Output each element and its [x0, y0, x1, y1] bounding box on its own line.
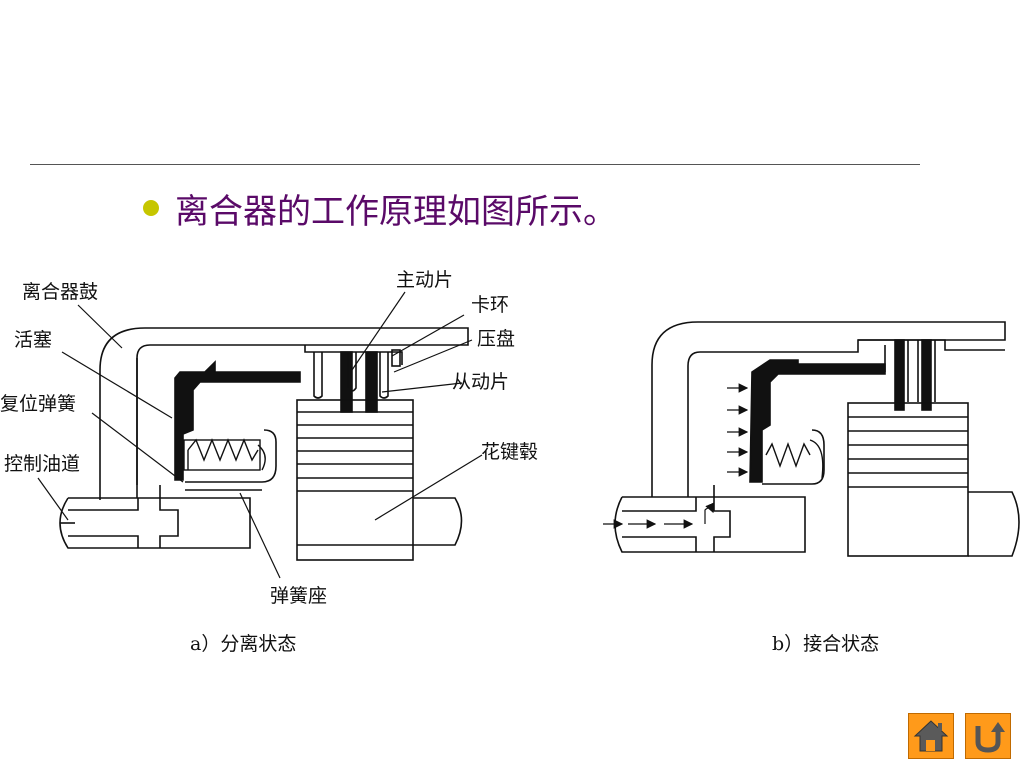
- bullet-dot: [143, 200, 159, 216]
- piston-b: [749, 359, 886, 483]
- drum-shell: [99, 327, 469, 500]
- label-pressure-plate: 压盘: [477, 328, 515, 350]
- figure-b-engaged: [614, 321, 1020, 557]
- return-spring-b: [765, 439, 824, 479]
- label-oil-passage: 控制油道: [4, 453, 80, 475]
- home-button[interactable]: [908, 713, 954, 759]
- home-icon: [913, 720, 949, 752]
- return-spring: [183, 438, 266, 471]
- spline-hub: [296, 399, 414, 561]
- spline-hub-b: [847, 402, 969, 557]
- plate-pack: [313, 349, 401, 413]
- return-icon: [975, 722, 1005, 753]
- leader-lines: [37, 291, 483, 579]
- oil-flow-arrows: [603, 383, 749, 529]
- caption-b: b）接合状态: [772, 633, 879, 655]
- label-snap-ring: 卡环: [471, 294, 509, 316]
- spring-seat: [185, 429, 277, 491]
- input-shaft-b: [614, 496, 806, 553]
- title-divider: [30, 164, 920, 165]
- plate-pack-b: [884, 339, 936, 411]
- caption-a: a）分离状态: [190, 633, 296, 655]
- label-return-spring: 复位弹簧: [0, 393, 76, 415]
- drum-shell-b: [651, 321, 1006, 497]
- label-piston: 活塞: [14, 329, 52, 351]
- label-driving-plate: 主动片: [396, 269, 453, 291]
- piston: [174, 360, 301, 481]
- label-spline-hub: 花键毂: [481, 441, 538, 463]
- label-spring-seat: 弹簧座: [270, 585, 327, 607]
- spring-seat-b: [762, 429, 825, 485]
- label-driven-plate: 从动片: [452, 371, 509, 393]
- return-button[interactable]: [965, 713, 1011, 759]
- input-shaft: [59, 497, 251, 549]
- label-clutch-drum: 离合器鼓: [22, 281, 98, 303]
- figure-a-disengaged: [59, 327, 469, 561]
- slide-heading: 离合器的工作原理如图所示。: [175, 192, 617, 232]
- clutch-diagram: 离合器鼓 活塞 复位弹簧 控制油道 主动片 卡环 压盘 从动片 花键毂 弹簧座 …: [0, 269, 1020, 655]
